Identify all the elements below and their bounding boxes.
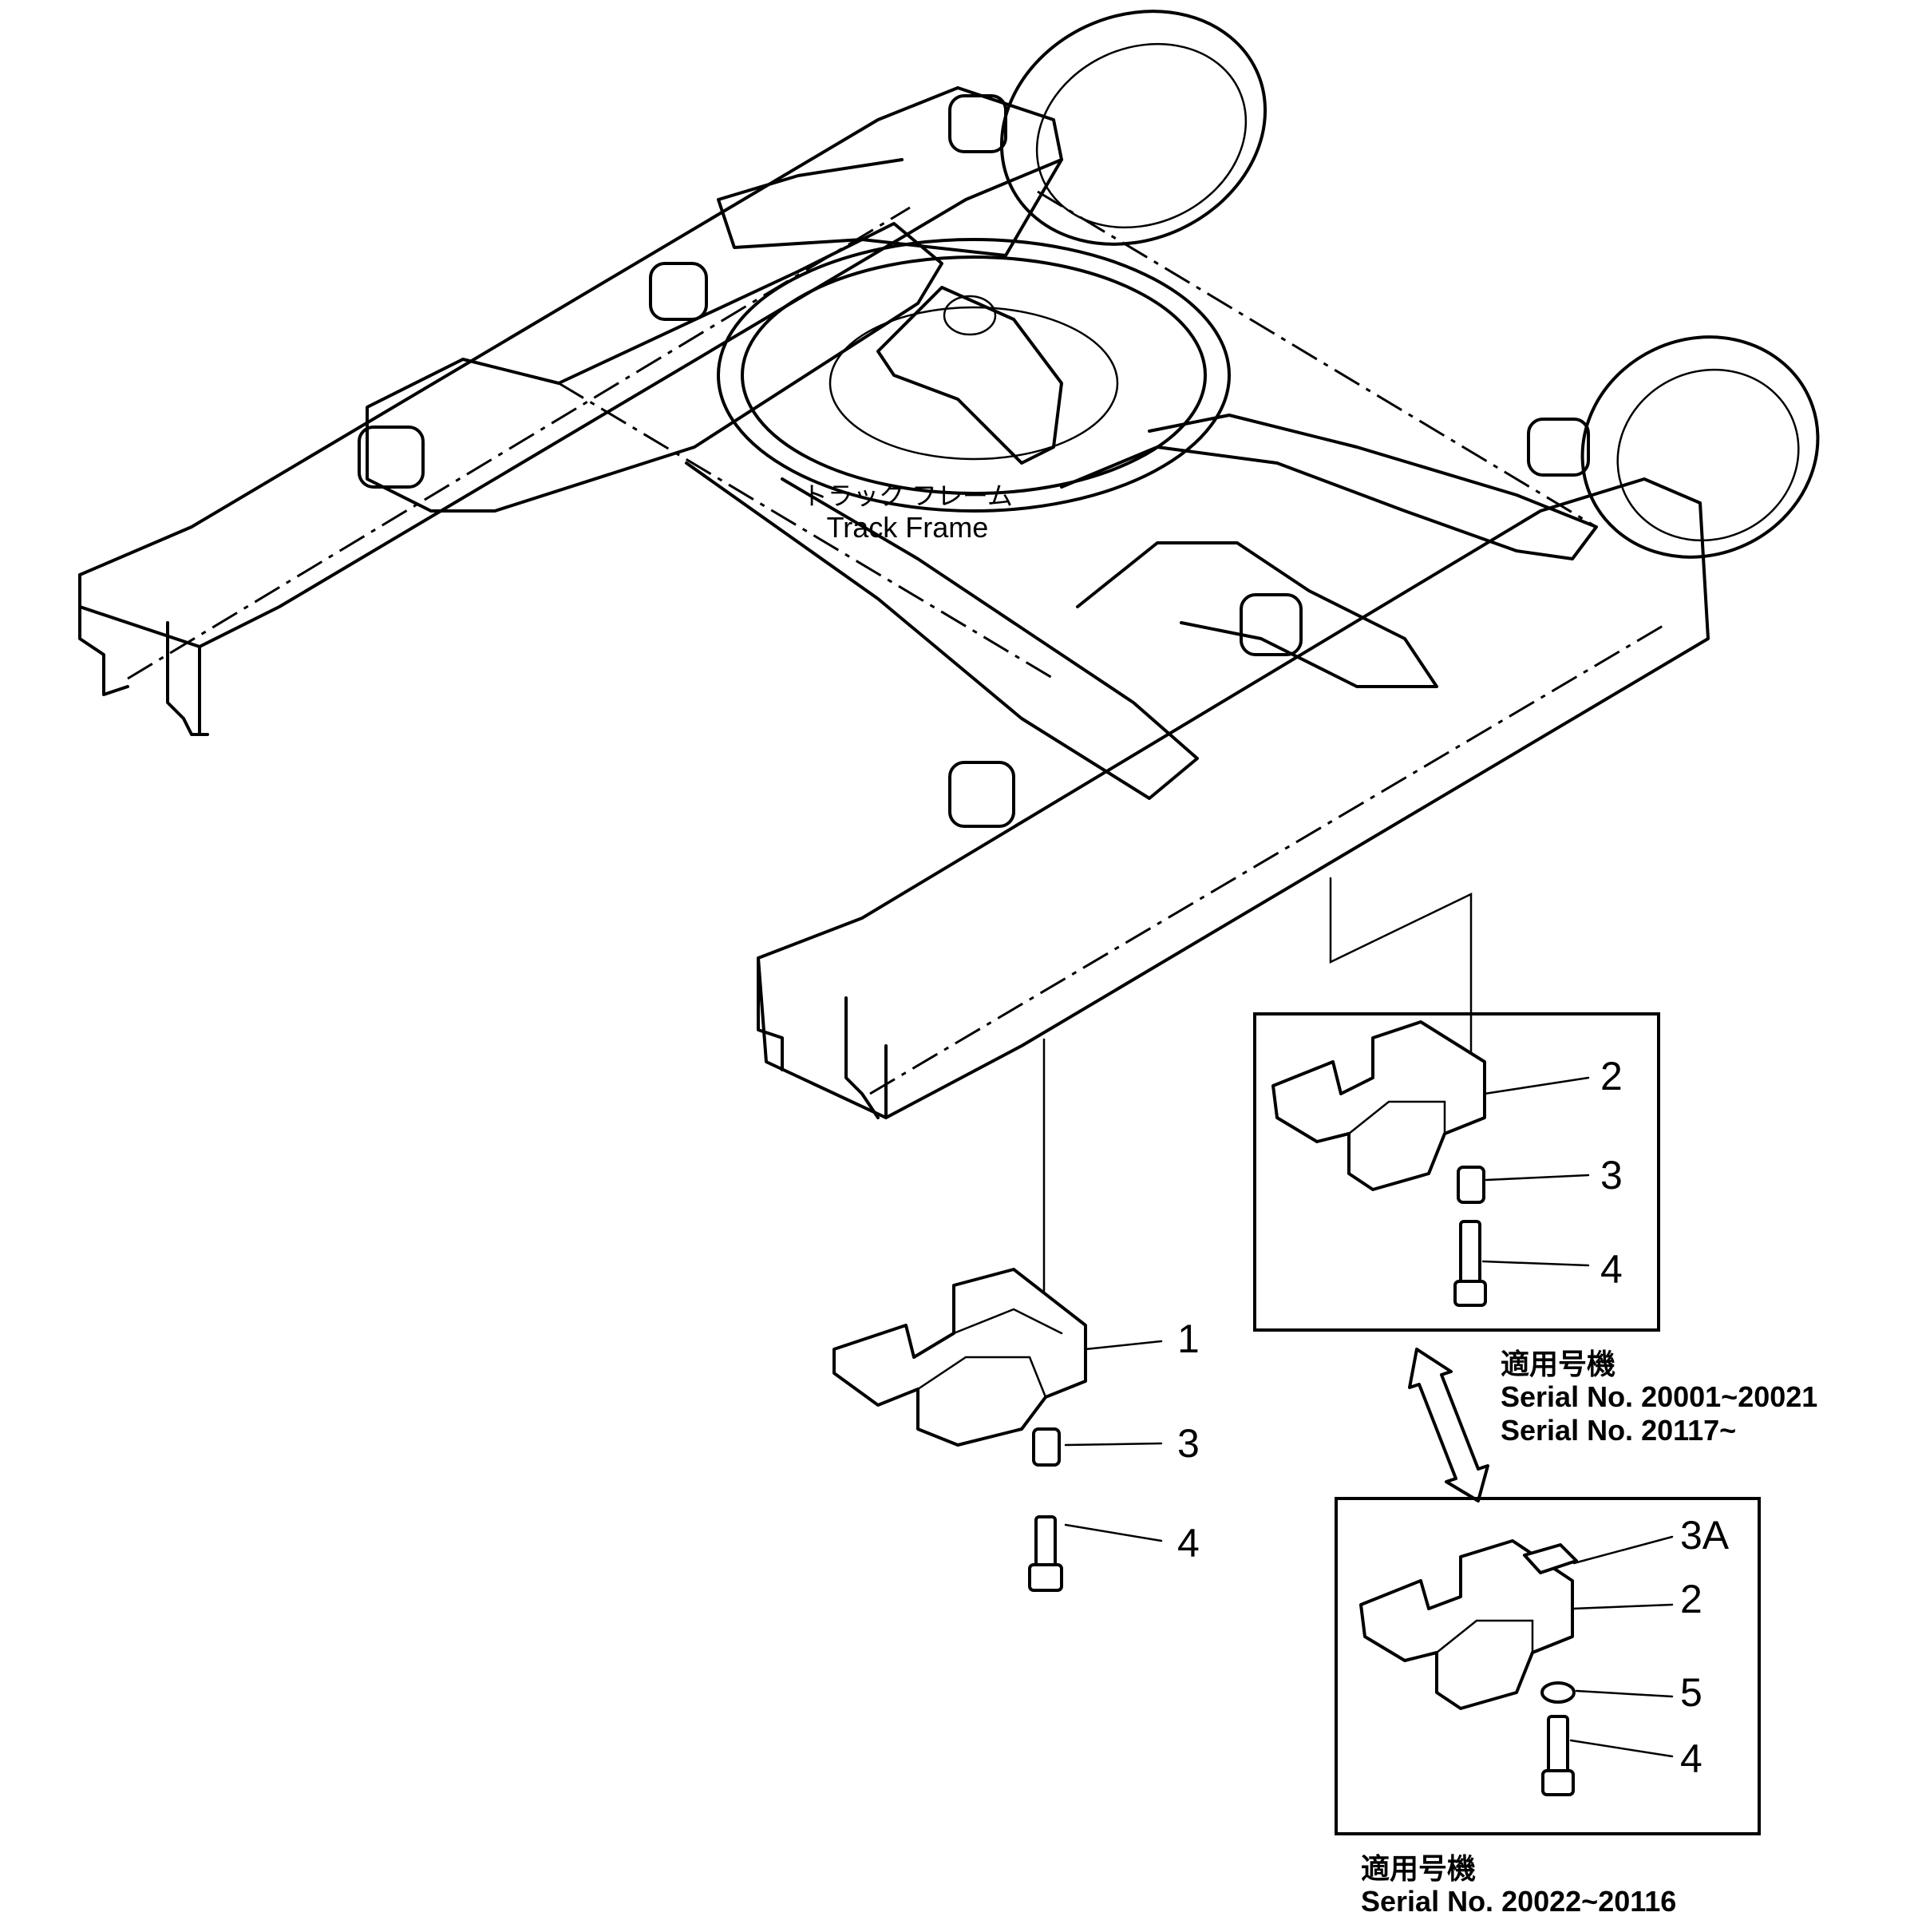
leader-callout-1 [1084,1340,1163,1351]
leader-callout-4-lower [1569,1739,1674,1758]
lower-applicability: 適用号機 Serial No. 20022~20116 [1361,1852,1676,1918]
callout-3-upper: 3 [1600,1153,1623,1198]
shim-3a [1523,1543,1578,1574]
track-guard-upper [1271,1020,1486,1191]
lower-variant-box [1335,1497,1761,1835]
callout-2-lower: 2 [1680,1577,1702,1621]
callout-1: 1 [1177,1316,1200,1361]
spacer-main [1032,1427,1061,1467]
serial-range-upper-2: Serial No. 20117~ [1501,1413,1737,1447]
applicable-label-lower: 適用号機 [1361,1852,1477,1885]
leader-callout-4-main [1064,1523,1163,1542]
callout-5: 5 [1680,1670,1702,1715]
leader-callout-2-lower [1571,1603,1674,1610]
spacer-upper [1457,1166,1485,1204]
leader-callout-3-upper [1485,1174,1590,1182]
washer [1540,1681,1576,1704]
alternate-arrow [1408,1348,1489,1502]
upper-applicability: 適用号機 Serial No. 20001~20021 Serial No. 2… [1501,1348,1817,1447]
frame-label: トラック フレーム Track Frame [802,481,1013,544]
callout-4-lower: 4 [1680,1736,1702,1781]
leader-callout-4-upper [1481,1260,1590,1267]
bolt-upper [1453,1220,1487,1307]
leader-callout-3a [1572,1535,1674,1565]
callout-3-main: 3 [1177,1421,1200,1466]
track-guard-lower [1359,1539,1574,1710]
callout-4-upper: 4 [1600,1247,1623,1292]
bolt-lower [1541,1715,1575,1796]
callout-3a: 3A [1680,1513,1730,1558]
applicable-label-upper: 適用号機 [1501,1348,1616,1380]
frame-label-jp: トラック フレーム [802,481,1013,510]
leader-callout-2-upper [1483,1076,1590,1095]
bolt-main [1028,1515,1063,1592]
frame-label-en: Track Frame [826,510,989,544]
upper-variant-box [1253,1012,1660,1332]
leader-line-box [1329,877,1473,1079]
serial-range-upper-1: Serial No. 20001~20021 [1501,1380,1818,1414]
leader-callout-5 [1575,1689,1674,1698]
callout-4-main: 4 [1177,1521,1200,1566]
leader-callout-3-main [1064,1442,1163,1447]
serial-range-lower-1: Serial No. 20022~20116 [1361,1885,1677,1918]
callout-2-upper: 2 [1600,1054,1623,1099]
track-guard-main [832,1268,1087,1447]
track-frame [78,10,1820,1119]
